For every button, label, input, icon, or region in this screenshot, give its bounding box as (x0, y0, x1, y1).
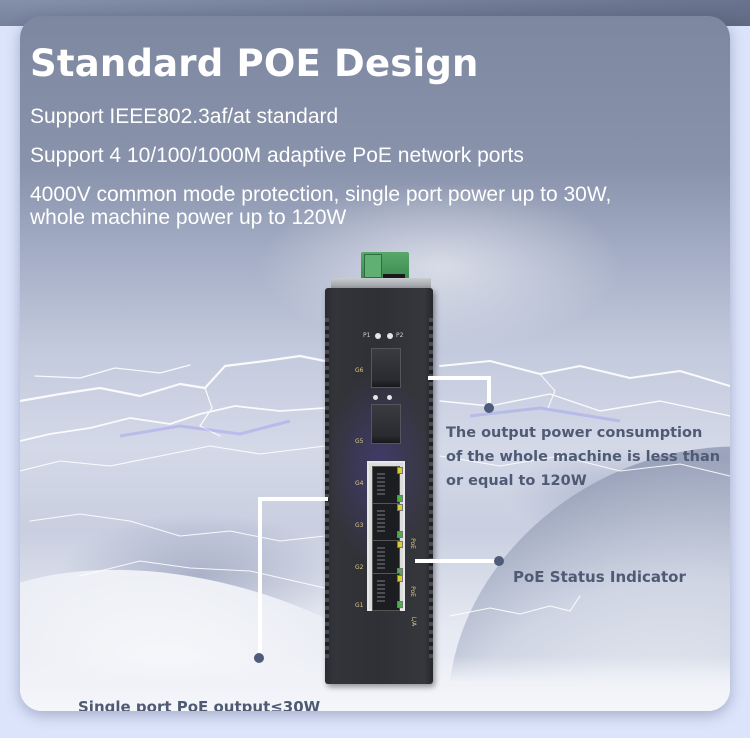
rj45-port-g2 (372, 540, 400, 578)
link-led-g3 (397, 531, 403, 538)
power-led-p2 (387, 333, 393, 339)
callout-line-total-power-h (428, 376, 490, 380)
port-label-g6: G6 (355, 367, 364, 374)
power-led-p1 (375, 333, 381, 339)
callout-total-power: The output power consumption of the whol… (446, 421, 720, 493)
feature-bullet-line-2: whole machine power up to 120W (30, 206, 347, 229)
feature-bullet-ports: Support 4 10/100/1000M adaptive PoE netw… (30, 144, 524, 167)
callout-total-power-line-2: of the whole machine is less than (446, 449, 721, 465)
poe-switch-device: P1 P2 G6 G5 (325, 252, 440, 692)
led-label-p1: P1 (363, 332, 371, 339)
callout-dot-single-port (254, 653, 264, 663)
port-label-g3: G3 (355, 522, 364, 529)
rj45-port-g1 (372, 573, 400, 611)
device-edge-left (325, 318, 329, 658)
sfp-led-2 (387, 395, 392, 400)
callout-poe-indicator: PoE Status Indicator (513, 568, 686, 586)
link-led-g2 (397, 568, 403, 575)
callout-dot-total-power (484, 403, 494, 413)
port-label-g1: G1 (355, 602, 364, 609)
page-title: Standard POE Design (30, 42, 479, 85)
callout-line-single-port-v (258, 497, 262, 657)
link-led-g4 (397, 495, 403, 502)
callout-line-single-port-h (260, 497, 328, 501)
rj45-port-g3 (372, 503, 400, 541)
callout-total-power-line-3: or equal to 120W (446, 473, 587, 489)
callout-line-total-power-v (487, 376, 491, 406)
feature-bullet-standard: Support IEEE802.3af/at standard (30, 105, 339, 128)
poe-led-g4 (397, 467, 403, 474)
port-label-g4: G4 (355, 480, 364, 487)
device-body: P1 P2 G6 G5 (325, 288, 433, 684)
callout-total-power-line-1: The output power consumption (446, 425, 703, 441)
callout-dot-poe-indicator (494, 556, 504, 566)
poe-led-g1 (397, 575, 403, 582)
rj45-port-stack (367, 461, 405, 611)
poe-led-g2 (397, 541, 403, 548)
feature-bullet-line-1: 4000V common mode protection, single por… (30, 183, 612, 206)
side-label-link-act: L/A (410, 616, 418, 627)
callout-single-port: Single port PoE output≤30W (78, 698, 321, 711)
callout-line-poe-indicator (415, 559, 497, 563)
power-terminal-block (361, 252, 409, 280)
sfp-port-g5 (371, 404, 401, 444)
promo-card: Standard POE Design Support IEEE802.3af/… (20, 16, 730, 711)
port-label-g2: G2 (355, 564, 364, 571)
led-label-p2: P2 (396, 332, 404, 339)
rj45-port-g4 (372, 466, 400, 504)
feature-bullet-protection: 4000V common mode protection, single por… (30, 183, 611, 229)
sfp-port-g6 (371, 348, 401, 388)
side-label-poe-1: PoE (408, 538, 416, 549)
link-led-g1 (397, 601, 403, 608)
side-label-poe-2: PoE (408, 586, 416, 597)
port-label-g5: G5 (355, 438, 364, 445)
poe-led-g3 (397, 504, 403, 511)
device-top-rail (331, 278, 431, 290)
device-edge-right (429, 318, 433, 658)
sfp-led-1 (373, 395, 378, 400)
